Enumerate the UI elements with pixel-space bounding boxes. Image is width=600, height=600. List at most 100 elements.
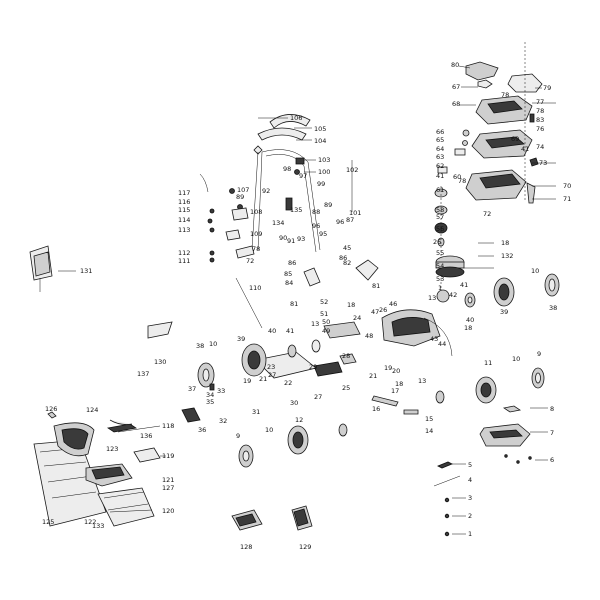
label-41b: 41	[436, 172, 444, 180]
bottom-small-parts	[209, 383, 313, 531]
label-120: 120	[162, 507, 174, 515]
label-53: 53	[436, 275, 444, 283]
label-84: 84	[285, 279, 293, 287]
label-135: 135	[290, 206, 302, 214]
label-116: 116	[178, 198, 190, 206]
label-46: 46	[389, 300, 397, 308]
label-55: 55	[436, 249, 444, 257]
label-41a: 41	[521, 145, 529, 153]
engine-base-blade-assembly	[435, 255, 465, 303]
label-22a: 22	[284, 379, 292, 387]
label-37: 37	[188, 385, 196, 393]
label-20: 20	[392, 367, 400, 375]
catcher-top	[53, 422, 95, 457]
label-82: 82	[343, 259, 351, 267]
label-33: 33	[217, 387, 225, 395]
label-101: 101	[349, 209, 361, 217]
label-34: 34	[206, 391, 214, 399]
label-91a: 91	[287, 237, 295, 245]
label-51: 51	[320, 310, 328, 318]
label-5: 5	[468, 461, 472, 469]
label-38a: 38	[549, 304, 557, 312]
label-99: 99	[317, 180, 325, 188]
label-9a: 9	[537, 350, 541, 358]
label-56: 56	[436, 225, 444, 233]
wheel-rear-left	[241, 343, 267, 377]
label-3: 3	[468, 494, 472, 502]
label-4: 4	[468, 476, 472, 484]
label-106: 106	[290, 114, 302, 122]
label-1a: 1	[438, 284, 442, 292]
label-79: 79	[543, 84, 551, 92]
wheel-front-right	[475, 376, 497, 404]
label-13a: 13	[428, 294, 436, 302]
wheel-rear-right-outer	[544, 273, 560, 297]
label-26b: 26	[379, 306, 387, 314]
label-81a: 81	[290, 300, 298, 308]
label-29: 29	[309, 363, 317, 371]
label-21b: 21	[369, 372, 377, 380]
label-114: 114	[178, 216, 190, 224]
label-38b: 38	[196, 342, 204, 350]
label-134: 134	[272, 219, 284, 227]
label-74: 74	[536, 143, 544, 151]
label-52: 52	[320, 298, 328, 306]
label-127: 127	[162, 484, 174, 492]
wheel-front-right-outer	[531, 367, 545, 389]
label-35: 35	[206, 398, 214, 406]
label-95: 95	[319, 230, 327, 238]
label-126: 126	[45, 405, 57, 413]
label-10b: 10	[209, 340, 217, 348]
label-109: 109	[250, 230, 262, 238]
label-61: 61	[436, 186, 444, 194]
label-14: 14	[425, 427, 433, 435]
wheel-rear-right	[493, 277, 515, 307]
label-45: 45	[343, 244, 351, 252]
catcher-frame	[85, 463, 155, 527]
label-41d: 41	[286, 327, 294, 335]
label-129: 129	[299, 543, 311, 551]
label-30: 30	[290, 399, 298, 407]
label-12: 12	[295, 416, 303, 424]
label-86b: 86	[339, 254, 347, 262]
label-124: 124	[86, 406, 98, 414]
label-24a: 24	[353, 314, 361, 322]
label-32: 32	[219, 417, 227, 425]
label-18c: 18	[347, 301, 355, 309]
label-96a: 96	[312, 222, 320, 230]
label-39b: 39	[237, 335, 245, 343]
label-93: 93	[297, 235, 305, 243]
label-78d: 78	[252, 245, 260, 253]
label-69: 69	[511, 135, 519, 143]
label-115: 115	[178, 206, 190, 214]
label-96b: 96	[336, 218, 344, 226]
label-18b: 18	[464, 324, 472, 332]
label-112: 112	[178, 249, 190, 257]
label-17: 17	[391, 387, 399, 395]
wheel-hub-right	[464, 292, 476, 308]
label-36: 36	[198, 426, 206, 434]
label-67: 67	[452, 83, 460, 91]
label-98: 98	[283, 165, 291, 173]
label-44: 44	[438, 340, 446, 348]
label-88: 88	[312, 208, 320, 216]
label-83: 83	[536, 116, 544, 124]
label-70: 70	[563, 182, 571, 190]
label-76: 76	[536, 125, 544, 133]
wheel-front-left-outer	[238, 444, 254, 468]
label-133: 133	[92, 522, 104, 530]
label-58: 58	[436, 206, 444, 214]
label-104: 104	[314, 137, 326, 145]
label-72: 72	[483, 210, 491, 218]
label-78a: 78	[501, 91, 509, 99]
label-42: 42	[449, 291, 457, 299]
label-10a: 10	[531, 267, 539, 275]
grass-catcher-bag	[33, 439, 107, 527]
label-97: 97	[299, 172, 307, 180]
label-73: 73	[539, 159, 547, 167]
discharge-flap	[29, 245, 173, 339]
label-122: 122	[84, 518, 96, 526]
label-31: 31	[252, 408, 260, 416]
label-16: 16	[372, 405, 380, 413]
label-118: 118	[162, 422, 174, 430]
